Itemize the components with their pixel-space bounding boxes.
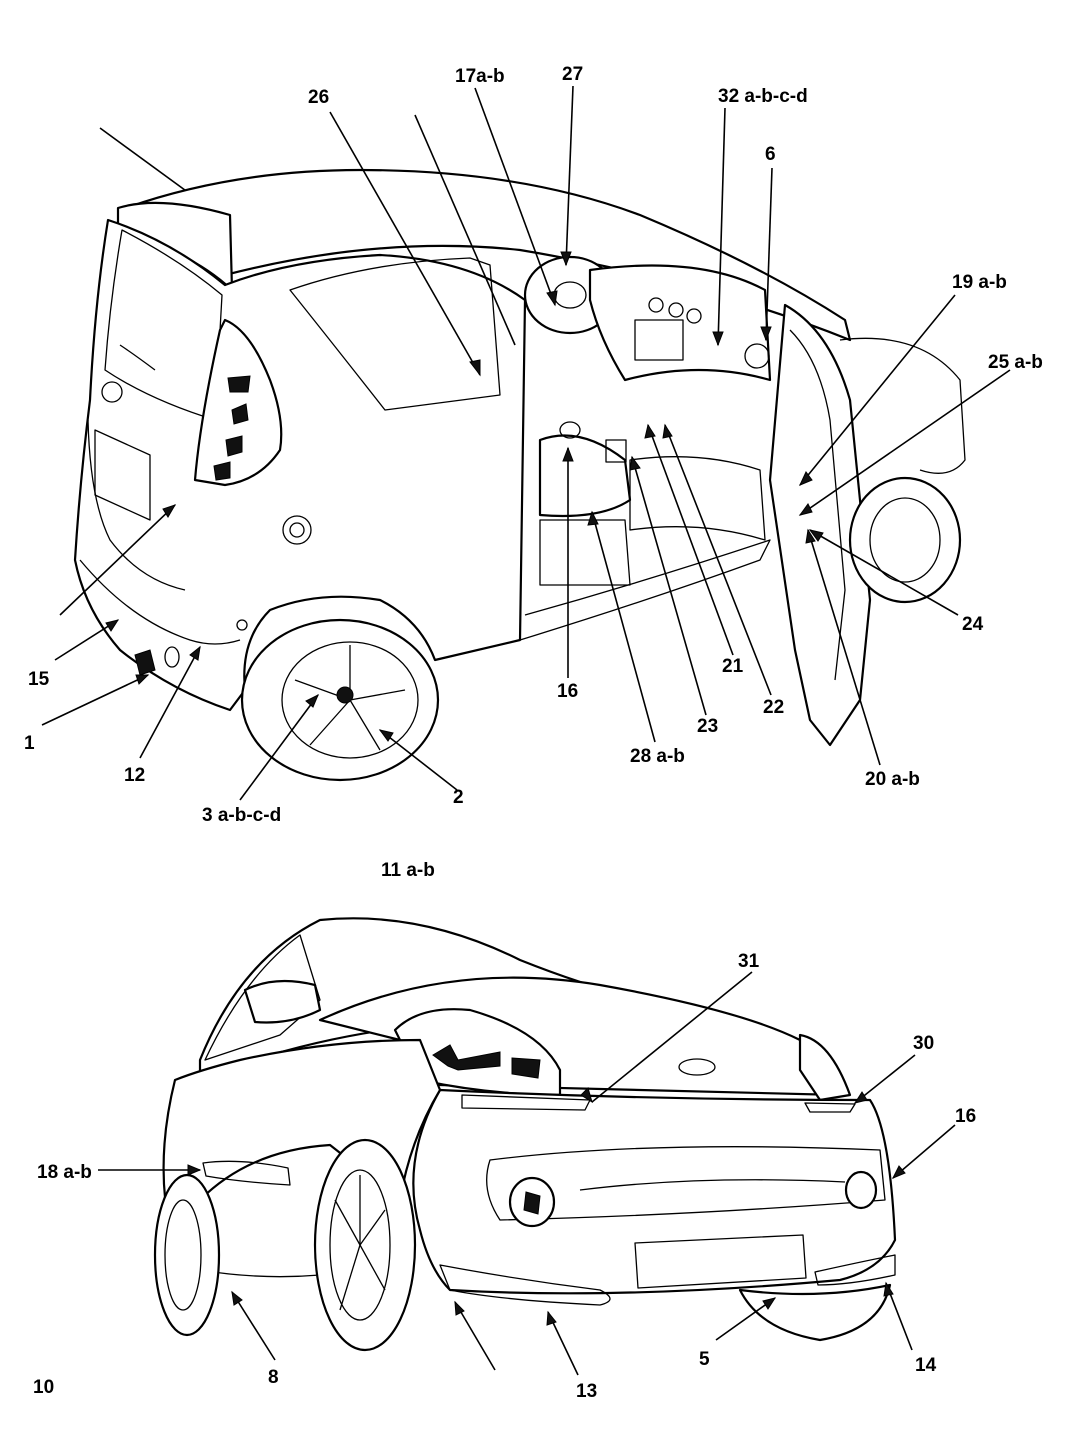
- callout-10: 10: [33, 1377, 54, 1398]
- front-left-wheel: [313, 1138, 417, 1352]
- callout-22: 22: [763, 697, 784, 718]
- daytime-running-light-right: [804, 1102, 856, 1113]
- front-emblem: [678, 1058, 716, 1076]
- air-vent: [744, 343, 770, 369]
- display-screen: [634, 319, 684, 361]
- front-left-wheel-spokes: [334, 1175, 386, 1311]
- right-fog-lamp: [844, 1170, 878, 1210]
- seat-belt-buckle: [559, 421, 581, 439]
- callout-8: 8: [268, 1367, 279, 1388]
- callout-16-bottom: 16: [955, 1106, 976, 1127]
- callout-25ab: 25 a-b: [988, 352, 1043, 373]
- exhaust-pipe: [134, 649, 156, 676]
- callout-6: 6: [765, 144, 776, 165]
- callout-16-top: 16: [557, 681, 578, 702]
- callout-31: 31: [738, 951, 760, 972]
- callout-15: 15: [28, 669, 50, 690]
- callout-23: 23: [697, 716, 718, 737]
- callout-3abcd: 3 a-b-c-d: [202, 805, 281, 826]
- rear-body: [73, 218, 527, 712]
- side-window-front: [204, 934, 321, 1061]
- callout-26: 26: [308, 87, 329, 108]
- callout-18ab: 18 a-b: [37, 1162, 92, 1183]
- gear-selector: [605, 439, 627, 463]
- front-bumper: [412, 1088, 897, 1295]
- rear-window: [104, 229, 223, 421]
- fuel-cap: [282, 515, 312, 545]
- front-wheel: [848, 476, 962, 604]
- callout-30: 30: [913, 1033, 934, 1054]
- callout-arrowheads: [105, 251, 906, 1326]
- side-rear-window: [289, 257, 501, 411]
- callout-11ab: 11 a-b: [381, 860, 435, 881]
- front-view-car-illustration: [153, 917, 897, 1352]
- callout-20ab: 20 a-b: [865, 769, 920, 790]
- callout-2: 2: [453, 787, 464, 808]
- callout-19ab: 19 a-b: [952, 272, 1007, 293]
- front-fender: [839, 337, 966, 474]
- rear-license-plate: [94, 429, 151, 521]
- daytime-running-light-left: [461, 1094, 591, 1111]
- open-front-door: [768, 303, 872, 747]
- callout-12: 12: [124, 765, 145, 786]
- floor: [629, 456, 766, 541]
- rear-view-car-illustration: [73, 127, 966, 782]
- roof: [118, 168, 852, 342]
- door-sill: [519, 539, 771, 641]
- callout-27: 27: [562, 64, 583, 85]
- side-mirror: [243, 979, 322, 1024]
- callout-24: 24: [962, 614, 984, 635]
- driver-seat: [538, 434, 632, 518]
- callout-5: 5: [699, 1349, 710, 1370]
- callout-13: 13: [576, 1381, 597, 1402]
- callout-14: 14: [915, 1355, 937, 1376]
- callout-17ab: 17a-b: [455, 66, 505, 87]
- callout-21: 21: [722, 656, 744, 677]
- rear-parking-sensor: [164, 646, 180, 668]
- dashboard: [588, 264, 772, 382]
- lower-air-intake-right: [814, 1254, 896, 1286]
- lower-air-intake-left: [439, 1264, 611, 1306]
- side-indicator-light: [202, 1160, 291, 1186]
- right-front-wheel: [738, 1283, 892, 1342]
- right-headlamp: [798, 1033, 852, 1102]
- tail-lamp: [193, 318, 283, 487]
- front-license-plate: [634, 1234, 807, 1289]
- callout-32abcd: 32 a-b-c-d: [718, 86, 808, 107]
- callout-28ab: 28 a-b: [630, 746, 685, 767]
- callout-1: 1: [24, 733, 35, 754]
- front-grille: [486, 1146, 886, 1221]
- callout-labels: 26 17a-b 27 32 a-b-c-d 6 19 a-b 25 a-b 2…: [24, 64, 1043, 1402]
